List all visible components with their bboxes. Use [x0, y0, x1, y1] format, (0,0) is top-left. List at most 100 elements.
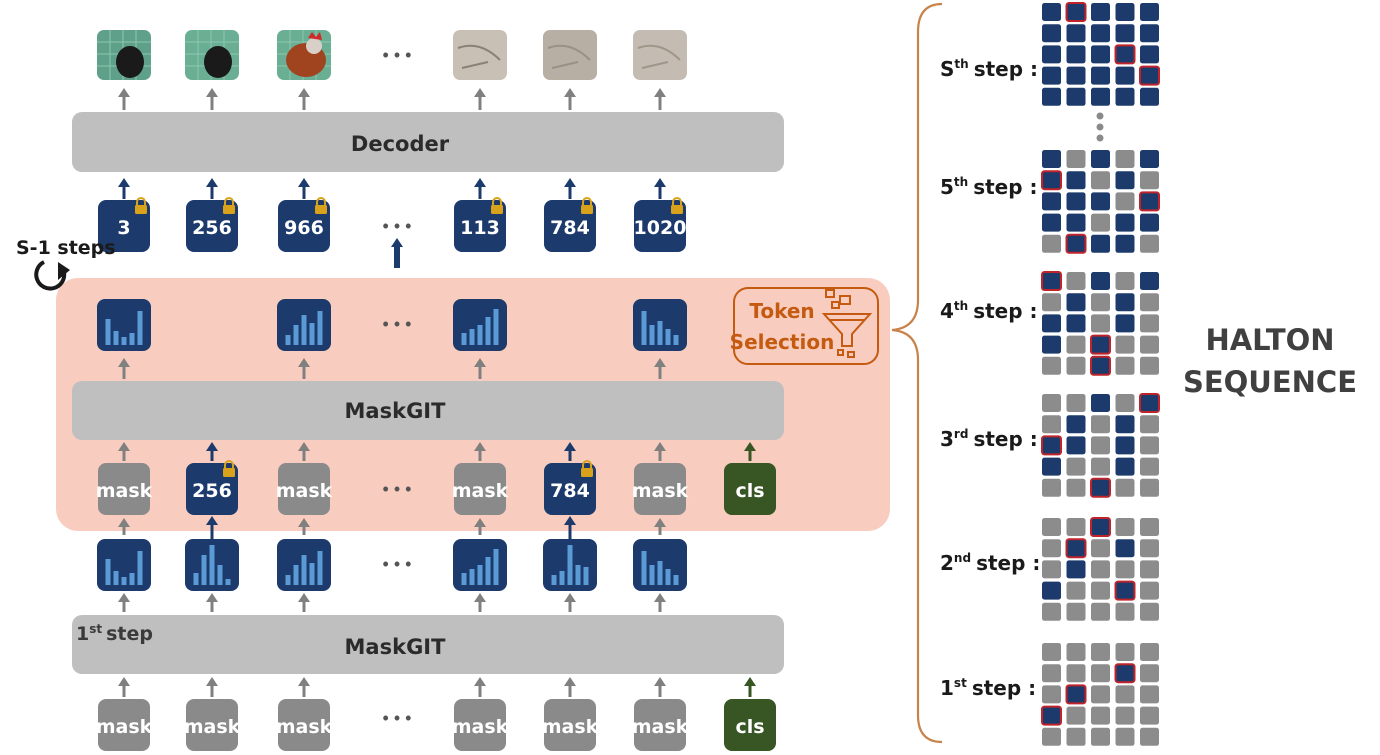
halton-cell	[1042, 415, 1061, 434]
halton-cell	[1041, 705, 1062, 726]
halton-cell	[1091, 664, 1110, 683]
halton-cell	[1140, 234, 1159, 253]
up-arrow	[744, 442, 756, 461]
halton-cell	[1066, 87, 1086, 106]
halton-grid	[1042, 517, 1159, 621]
up-arrow	[118, 677, 130, 697]
halton-cell	[1042, 560, 1061, 579]
up-arrow	[298, 593, 310, 612]
halton-cell	[1090, 477, 1111, 498]
s1-steps-label: S-1 steps	[16, 237, 116, 259]
halton-cell	[1041, 435, 1062, 456]
token-selection-box: Token Selection	[730, 287, 879, 365]
decoded-image	[543, 30, 597, 80]
halton-cell	[1066, 171, 1086, 190]
halton-cell	[1042, 356, 1061, 375]
up-arrow	[118, 358, 130, 379]
loop-histograms-row	[97, 299, 687, 351]
halton-cell	[1115, 87, 1135, 106]
token-label: mask	[632, 716, 689, 738]
halton-cell	[1066, 45, 1086, 64]
cls-token: cls	[724, 699, 776, 751]
halton-grid	[1041, 150, 1160, 254]
histogram-icon	[633, 299, 687, 351]
halton-cell	[1114, 663, 1136, 684]
halton-grid	[1041, 393, 1160, 498]
halton-cell	[1140, 560, 1159, 579]
halton-cell	[1091, 293, 1110, 312]
token-selection-line1: Token	[749, 299, 814, 323]
halton-cell	[1041, 170, 1062, 191]
codebook-token: 113	[454, 197, 506, 252]
halton-cell	[1115, 685, 1135, 704]
token-label: 3	[117, 217, 130, 239]
halton-cell	[1114, 580, 1136, 601]
up-arrow	[474, 593, 486, 612]
halton-cell	[1115, 234, 1135, 253]
mask-token: mask	[276, 463, 333, 515]
codebook-token: 256	[186, 460, 238, 515]
halton-cell	[1115, 171, 1135, 190]
halton-cell	[1115, 643, 1135, 661]
mask-token: mask	[632, 699, 689, 751]
ellipsis-markers: • • •• • •• • •• • •• • •• • •	[383, 45, 412, 728]
halton-cell	[1065, 2, 1087, 22]
halton-cell	[1042, 213, 1061, 232]
halton-cell	[1115, 356, 1135, 375]
token-label: 256	[192, 480, 232, 502]
up-arrow	[118, 442, 130, 461]
halton-cell	[1042, 87, 1061, 106]
first-step-histograms-row	[97, 539, 687, 591]
up-arrow	[474, 88, 486, 110]
up-arrow	[654, 518, 666, 535]
halton-cell	[1140, 436, 1159, 455]
decoded-image	[97, 30, 151, 80]
halton-cell	[1140, 171, 1159, 190]
halton-cell	[1115, 560, 1135, 579]
halton-cell	[1065, 538, 1087, 559]
token-label: mask	[96, 480, 153, 502]
histogram-icon	[277, 299, 331, 351]
halton-cell	[1115, 3, 1135, 21]
decoded-image	[185, 30, 239, 80]
decoder-label: Decoder	[351, 132, 450, 156]
up-arrow	[298, 178, 310, 199]
halton-cell	[1042, 234, 1061, 253]
maskgit-label-loop: MaskGIT	[345, 399, 447, 423]
halton-cell	[1140, 24, 1159, 43]
halton-cell	[1042, 24, 1061, 43]
halton-cell	[1091, 314, 1110, 333]
up-arrow	[654, 593, 666, 612]
halton-cell	[1066, 581, 1086, 600]
halton-cell	[1042, 581, 1061, 600]
token-label: 966	[284, 217, 324, 239]
up-arrow	[298, 88, 310, 110]
halton-cell	[1066, 272, 1086, 290]
halton-cell	[1115, 314, 1135, 333]
halton-cell	[1115, 150, 1135, 168]
mask-token: mask	[632, 463, 689, 515]
halton-cell	[1140, 706, 1159, 725]
halton-grid	[1041, 271, 1159, 376]
up-arrow	[298, 518, 310, 535]
halton-cell	[1066, 518, 1086, 536]
halton-cell	[1091, 66, 1110, 85]
halton-cell	[1091, 436, 1110, 455]
halton-cell	[1066, 213, 1086, 232]
halton-cell	[1066, 436, 1086, 455]
halton-cell	[1042, 150, 1061, 168]
mask-token: mask	[96, 463, 153, 515]
maskgit-label-first: MaskGIT	[345, 635, 447, 659]
halton-cell	[1091, 685, 1110, 704]
up-arrow	[654, 442, 666, 461]
up-arrow	[206, 178, 218, 199]
up-arrow	[654, 677, 666, 697]
funnel-icon	[821, 289, 873, 358]
up-arrow	[474, 358, 486, 379]
token-label: 784	[550, 217, 590, 239]
halton-cell	[1115, 478, 1135, 497]
